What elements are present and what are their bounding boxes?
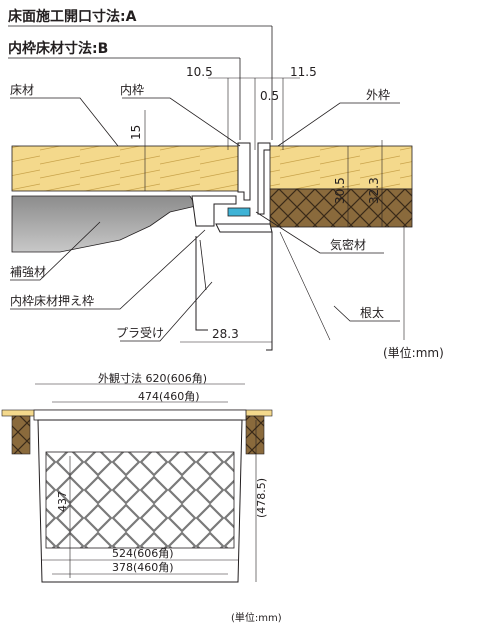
dim-10-5: 10.5 [186,65,213,79]
leader-plastic-bracket [120,281,213,342]
joist-block [269,188,413,228]
detail-unit-label: (単位:mm) [383,345,444,360]
dim-11-5: 11.5 [290,65,317,79]
dim-30-5: 30.5 [333,177,347,204]
section-joist-left [11,415,31,455]
dim-15: 15 [129,125,143,140]
label-airtight: 気密材 [330,237,366,252]
leader-press-frame [10,229,206,310]
heading-inner-frame: 内枠床材寸法:B [8,40,108,57]
leader-outer [277,102,400,147]
floor-board-right [269,145,413,190]
section-joist-right [245,415,265,455]
label-floor-material: 床材 [10,83,34,97]
label-press-frame: 内枠床材押え枠 [10,294,94,308]
label-joist: 根太 [360,305,384,320]
label-plastic-bracket: プラ受け [116,326,164,340]
label-outer-frame: 外枠 [366,88,390,102]
section-unit-label: (単位:mm) [231,611,282,624]
dim-378: 378(460角) [112,561,174,574]
plastic-bracket-inner [199,239,207,291]
dim-0-5: 0.5 [260,89,279,103]
section-drawing: 外観寸法 620(606角) 474(460角) 437 (478.5) 524… [1,371,273,583]
dim-474: 474(460角) [138,390,200,403]
leader-reinforcement [10,221,101,281]
leader-airtight [255,211,384,254]
dim-28-3: 28.3 [212,327,239,341]
outer-frame-profile [257,142,271,215]
section-lid [33,409,247,421]
reinforcement-material [11,195,197,253]
floor-board-left [11,145,239,192]
heading-floor-opening: 床面施工開口寸法:A [8,8,137,25]
section-lattice [45,451,235,549]
dim-outer-620: 外観寸法 620(606角) [98,371,207,385]
press-frame-profile [191,195,237,227]
joist-side-line [279,231,331,341]
label-inner-frame: 内枠 [120,83,144,97]
detail-section: 10.5 0.5 11.5 15 30.5 32.3 28.3 床材 内枠 外枠… [10,65,413,351]
airtight-seal [227,207,251,217]
label-reinforcement: 補強材 [10,265,46,279]
dim-524: 524(606角) [112,547,174,560]
plastic-bracket-left [195,236,208,331]
leader-joist [333,305,400,322]
inner-frame-profile [237,142,251,201]
leader-inner [122,97,241,147]
plastic-bracket-right [266,232,273,351]
dim-437: 437 [56,491,69,512]
dim-478-5: (478.5) [255,478,268,518]
bracket-top [215,223,273,233]
leader-floor [10,97,119,147]
dim-32-3: 32.3 [367,177,381,204]
